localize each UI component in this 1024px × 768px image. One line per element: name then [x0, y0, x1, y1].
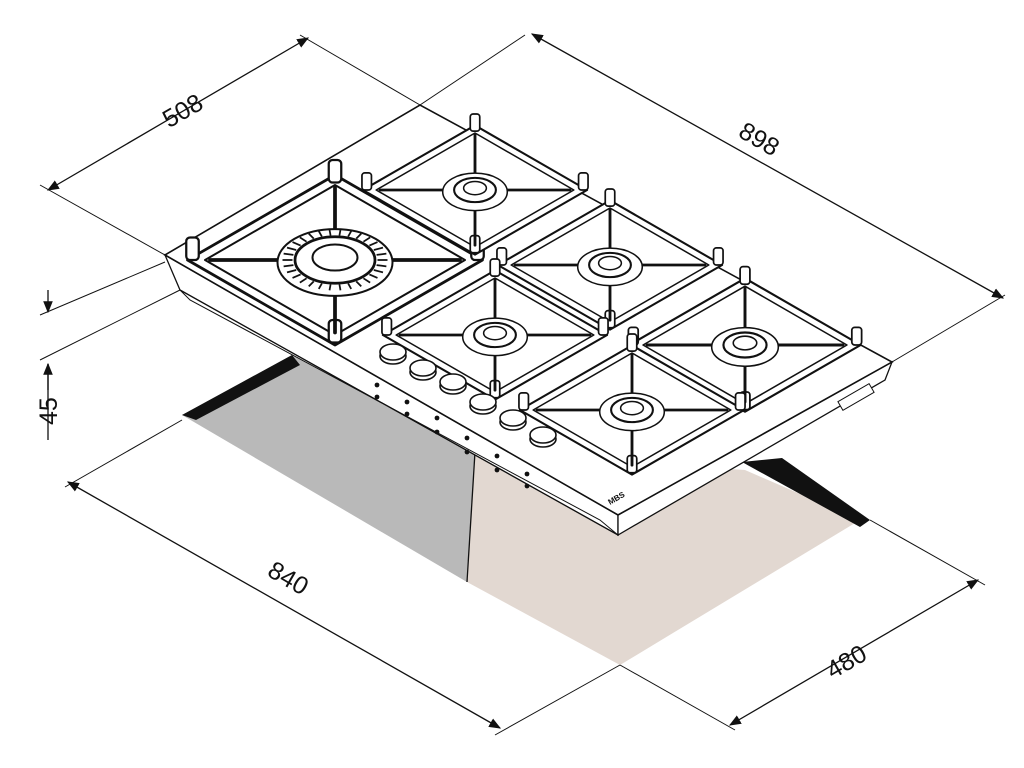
grate-post: [734, 392, 746, 411]
indicator-dot: [404, 411, 410, 417]
dim-height-group: 45: [35, 261, 181, 440]
wok-flame-port: [292, 273, 301, 279]
grate-post: [739, 265, 751, 286]
wok-flame-port: [373, 246, 384, 251]
wok-flame-port: [362, 236, 371, 243]
burner-center: [462, 180, 488, 196]
grate-post: [712, 247, 724, 266]
burner: [381, 258, 609, 401]
wok-flame-port: [286, 246, 297, 251]
grate-post: [185, 236, 200, 262]
wok-flame-port: [355, 280, 362, 287]
wok-flame-port: [373, 269, 384, 274]
control-knobs: [374, 343, 557, 489]
burner-center: [597, 255, 623, 271]
dim-cutout-width-line: [66, 481, 502, 729]
dim-width-label: 898: [734, 117, 784, 162]
wok-flame-port: [299, 277, 308, 284]
burner-center: [482, 325, 508, 341]
grate-post: [381, 317, 393, 336]
grate-post: [626, 333, 638, 352]
wok-flame-port: [292, 241, 301, 247]
burner-center: [311, 243, 359, 272]
pan-support-inner: [395, 277, 595, 393]
indicator-dot: [524, 471, 530, 477]
gas-connector: [837, 382, 875, 412]
indicator-dot: [434, 429, 440, 435]
control-knob[interactable]: [409, 359, 437, 381]
wok-flame-port: [308, 233, 315, 240]
control-knob[interactable]: [439, 373, 467, 395]
dim-depth-label: 508: [158, 89, 208, 134]
hob-under-tray: [179, 289, 619, 536]
pan-support-inner: [532, 352, 732, 468]
grate-post: [850, 326, 863, 346]
pan-support-inner: [642, 285, 848, 405]
grate-post: [469, 113, 481, 132]
indicator-dot: [464, 435, 470, 441]
cutout-right-edge: [742, 458, 870, 527]
wok-flame-port: [283, 252, 294, 256]
indicator-dot: [464, 449, 470, 455]
cutout-left-edge: [182, 355, 300, 420]
grate-post: [327, 158, 343, 184]
indicator-dot: [494, 453, 500, 459]
wok-flame-port: [286, 269, 297, 274]
grate-post: [604, 188, 616, 207]
wok-flame-port: [328, 284, 332, 291]
grate-post: [489, 258, 501, 277]
indicator-dot: [374, 382, 380, 388]
wok-flame-port: [328, 229, 332, 236]
wok-flame-port: [299, 236, 308, 243]
wok-flame-port: [376, 252, 387, 256]
wok-flame-port: [355, 233, 362, 240]
wok-flame-port: [338, 284, 342, 291]
wok-flame-port: [318, 283, 323, 290]
control-knob[interactable]: [469, 393, 497, 415]
grate-post: [361, 172, 373, 191]
indicator-dot: [404, 399, 410, 405]
wok-flame-port: [376, 264, 387, 268]
grate-post: [597, 317, 609, 336]
grate-post: [577, 172, 589, 191]
wok-flame-port: [338, 229, 342, 236]
control-knob[interactable]: [529, 426, 557, 448]
pan-support-inner: [204, 184, 466, 336]
dim-cutout-depth-line: [728, 579, 980, 726]
indicator-dot: [374, 394, 380, 400]
control-knob[interactable]: [499, 409, 527, 431]
control-knob[interactable]: [379, 343, 407, 365]
wok-flame-port: [318, 230, 323, 237]
dim-width-line: [530, 33, 1005, 299]
burner: [518, 333, 746, 476]
burner-center: [619, 400, 645, 416]
dim-depth-line: [46, 37, 310, 191]
wok-flame-port: [362, 277, 371, 284]
wok-flame-port: [369, 241, 378, 247]
grate-post: [518, 392, 530, 411]
indicator-dot: [524, 483, 530, 489]
wok-flame-port: [308, 280, 315, 287]
wok-flame-port: [347, 283, 352, 290]
dim-cutout-width-label: 840: [263, 556, 313, 601]
indicator-dot: [494, 467, 500, 473]
burner-center: [732, 335, 758, 351]
wok-flame-port: [283, 264, 294, 268]
wok-flame-port: [347, 230, 352, 237]
indicator-dot: [434, 415, 440, 421]
wok-flame-port: [369, 273, 378, 279]
dim-height-label: 45: [35, 397, 63, 425]
